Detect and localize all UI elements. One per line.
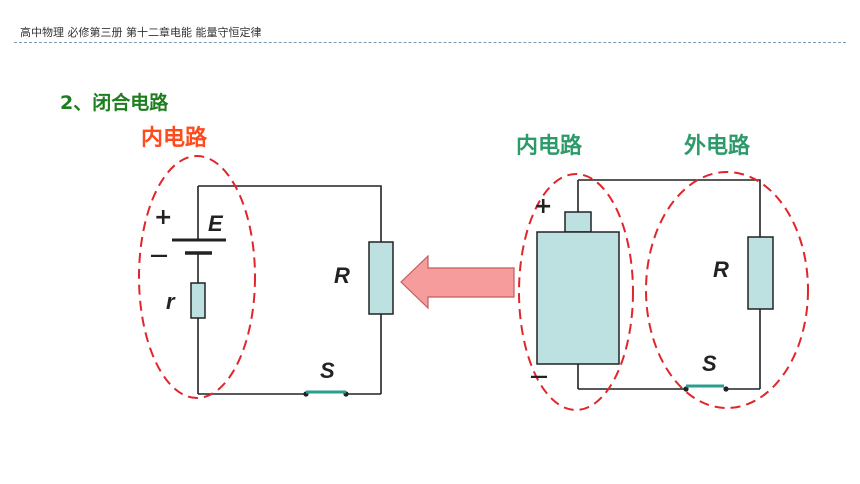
- left-resistor-label: R: [334, 263, 350, 288]
- right-switch-node-a: [683, 386, 689, 392]
- left-resistor: [368, 241, 394, 315]
- right-outer-ellipse: [645, 171, 809, 409]
- internal-resistance-label: r: [166, 289, 175, 314]
- header-divider: [14, 42, 846, 43]
- right-circuit: [518, 171, 809, 411]
- left-plus-sign: +: [154, 205, 173, 230]
- left-wire-top: [198, 185, 382, 242]
- battery-terminal: [564, 211, 592, 233]
- right-plus-sign: +: [534, 194, 553, 219]
- right-outer-circuit-label: 外电路: [684, 134, 751, 159]
- internal-resistor: [190, 282, 206, 319]
- left-inner-circuit-label: 内电路: [141, 126, 208, 151]
- right-inner-ellipse: [518, 173, 634, 411]
- section-title: 2、闭合电路: [60, 92, 169, 114]
- left-circuit: [138, 155, 394, 399]
- right-resistor-label: R: [713, 257, 729, 282]
- right-inner-circuit-label: 内电路: [516, 134, 583, 159]
- right-minus-sign: —: [530, 366, 548, 387]
- emf-label: E: [208, 211, 223, 236]
- right-switch-label: S: [702, 351, 717, 376]
- header-title: 高中物理 必修第三册 第十二章电能 能量守恒定律: [20, 26, 262, 39]
- left-minus-sign: —: [150, 245, 168, 266]
- right-wire-top: [578, 179, 761, 237]
- right-resistor: [747, 236, 774, 310]
- battery-cell: [536, 231, 620, 365]
- left-switch-label: S: [320, 358, 335, 383]
- left-inner-ellipse: [138, 155, 256, 399]
- right-switch-node-b: [723, 386, 729, 392]
- direction-arrow: [400, 254, 515, 310]
